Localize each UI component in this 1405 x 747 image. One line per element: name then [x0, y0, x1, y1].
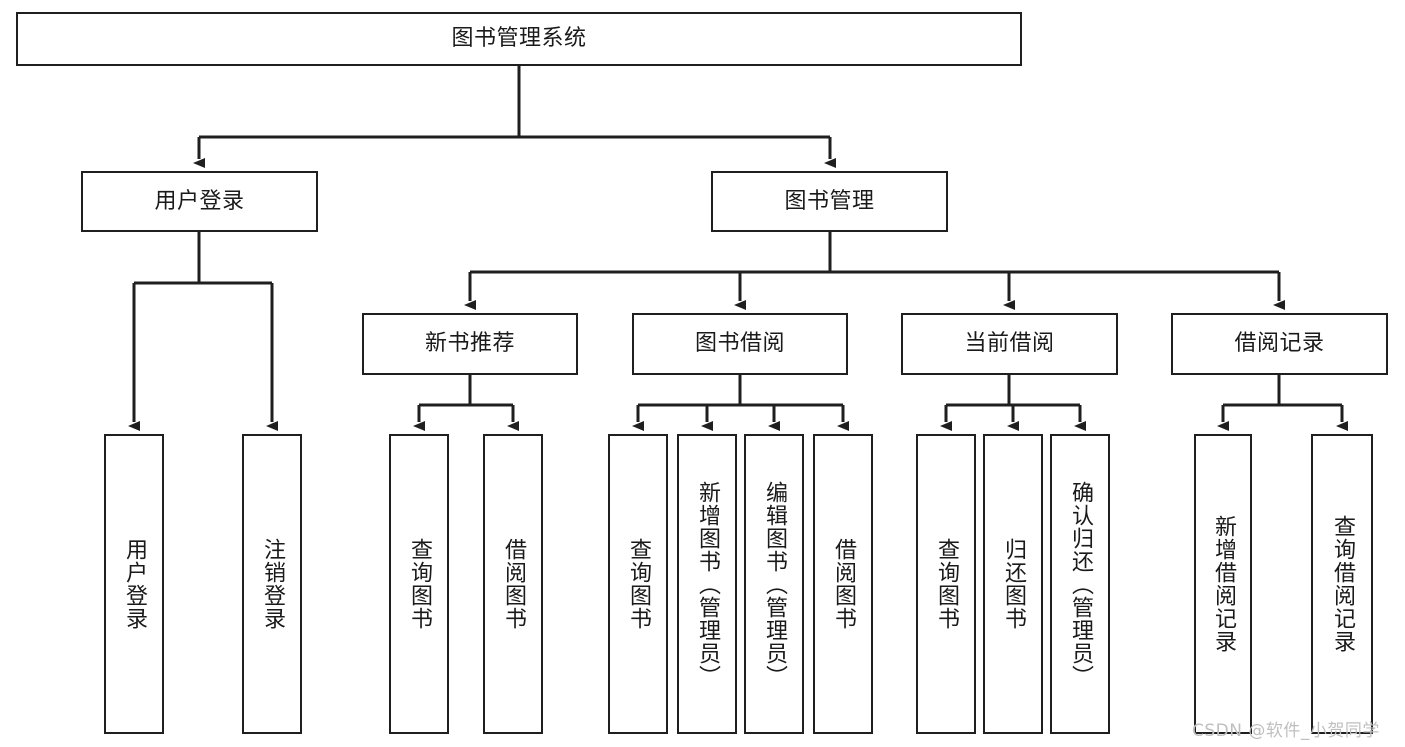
- node-leaf-user-login-label: 用户登录: [121, 538, 147, 630]
- node-current-borrow[interactable]: 当前借阅: [901, 313, 1118, 375]
- node-book-borrow[interactable]: 图书借阅: [632, 313, 848, 375]
- node-leaf-borrow-lend[interactable]: 借阅图书: [813, 434, 873, 734]
- node-leaf-borrow-add-label: 新增图书（管理员）: [694, 480, 720, 688]
- node-new-book-rec[interactable]: 新书推荐: [362, 313, 578, 375]
- node-leaf-cur-return-label: 归还图书: [1000, 538, 1026, 630]
- node-root-label: 图书管理系统: [451, 26, 587, 52]
- node-leaf-rec-query-label: 查询图书: [406, 538, 432, 630]
- node-leaf-cur-confirm[interactable]: 确认归还（管理员）: [1050, 434, 1110, 734]
- node-leaf-rec-query[interactable]: 查询图书: [389, 434, 449, 734]
- node-borrow-record[interactable]: 借阅记录: [1171, 313, 1388, 375]
- node-leaf-user-login[interactable]: 用户登录: [104, 434, 164, 734]
- node-leaf-rec-add[interactable]: 新增借阅记录: [1194, 434, 1252, 734]
- node-user-login-label: 用户登录: [154, 188, 245, 214]
- csdn-watermark: CSDN @软件_小贺同学: [1192, 721, 1380, 741]
- node-borrow-record-label: 借阅记录: [1234, 331, 1325, 357]
- node-leaf-borrow-edit-label: 编辑图书（管理员）: [761, 480, 787, 688]
- node-book-manage[interactable]: 图书管理: [711, 171, 948, 232]
- node-leaf-borrow-query-label: 查询图书: [625, 538, 651, 630]
- node-leaf-rec-borrow-label: 借阅图书: [500, 538, 526, 630]
- node-leaf-user-logout[interactable]: 注销登录: [242, 434, 302, 734]
- node-root[interactable]: 图书管理系统: [16, 12, 1022, 66]
- node-leaf-rec-search[interactable]: 查询借阅记录: [1311, 434, 1373, 734]
- node-book-manage-label: 图书管理: [784, 188, 875, 214]
- node-leaf-cur-confirm-label: 确认归还（管理员）: [1067, 480, 1093, 688]
- node-leaf-cur-return[interactable]: 归还图书: [983, 434, 1043, 734]
- node-new-book-rec-label: 新书推荐: [424, 331, 515, 357]
- node-leaf-cur-query-label: 查询图书: [933, 538, 959, 630]
- node-book-borrow-label: 图书借阅: [694, 331, 785, 357]
- node-leaf-borrow-query[interactable]: 查询图书: [608, 434, 668, 734]
- node-leaf-cur-query[interactable]: 查询图书: [916, 434, 976, 734]
- node-leaf-rec-add-label: 新增借阅记录: [1210, 515, 1236, 653]
- node-leaf-borrow-add[interactable]: 新增图书（管理员）: [677, 434, 737, 734]
- node-leaf-borrow-edit[interactable]: 编辑图书（管理员）: [744, 434, 804, 734]
- node-current-borrow-label: 当前借阅: [964, 331, 1055, 357]
- node-user-login[interactable]: 用户登录: [81, 171, 318, 232]
- node-leaf-rec-search-label: 查询借阅记录: [1329, 515, 1355, 653]
- node-leaf-rec-borrow[interactable]: 借阅图书: [483, 434, 543, 734]
- node-leaf-user-logout-label: 注销登录: [259, 538, 285, 630]
- node-leaf-borrow-lend-label: 借阅图书: [830, 538, 856, 630]
